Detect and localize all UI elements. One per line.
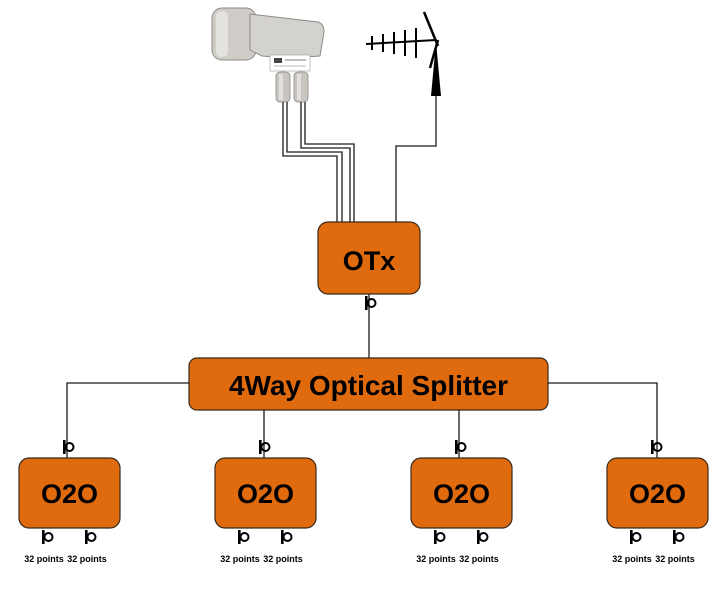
o2o-label: O2O xyxy=(237,479,294,509)
o2o-input-port xyxy=(63,440,75,454)
yagi-antenna-icon xyxy=(365,11,441,96)
o2o-output-label: 32 points xyxy=(416,554,456,564)
o2o-output-label: 32 points xyxy=(220,554,260,564)
otx-label: OTx xyxy=(343,246,396,276)
otx-output-port xyxy=(365,296,377,310)
o2o-output-port xyxy=(85,530,97,544)
o2o-output-label: 32 points xyxy=(612,554,652,564)
antenna-to-otx-cable xyxy=(395,96,437,224)
o2o-output-port xyxy=(434,530,446,544)
o2o-output-label: 32 points xyxy=(67,554,107,564)
o2o-input-port xyxy=(455,440,467,454)
lnb-icon xyxy=(211,7,325,103)
o2o-box xyxy=(606,457,709,529)
splitter-label: 4Way Optical Splitter xyxy=(229,370,508,401)
lnb-to-otx-cables xyxy=(282,102,355,224)
o2o-output-label: 32 points xyxy=(655,554,695,564)
o2o-output-port xyxy=(238,530,250,544)
o2o-output-label: 32 points xyxy=(24,554,64,564)
o2o-box xyxy=(410,457,513,529)
o2o-input-port xyxy=(651,440,663,454)
o2o-output-port xyxy=(477,530,489,544)
o2o-output-port xyxy=(673,530,685,544)
o2o-output-port xyxy=(630,530,642,544)
o2o-output-label: 32 points xyxy=(263,554,303,564)
o2o-label: O2O xyxy=(433,479,490,509)
o2o-input-port xyxy=(259,440,271,454)
o2o-output-port xyxy=(281,530,293,544)
otx-box: OTx xyxy=(317,221,421,295)
o2o-label: O2O xyxy=(629,479,686,509)
o2o-output-label: 32 points xyxy=(459,554,499,564)
optical-splitter-box: 4Way Optical Splitter xyxy=(188,357,549,411)
o2o-box xyxy=(214,457,317,529)
o2o-label: O2O xyxy=(41,479,98,509)
o2o-output-port xyxy=(42,530,54,544)
o2o-box xyxy=(18,457,121,529)
